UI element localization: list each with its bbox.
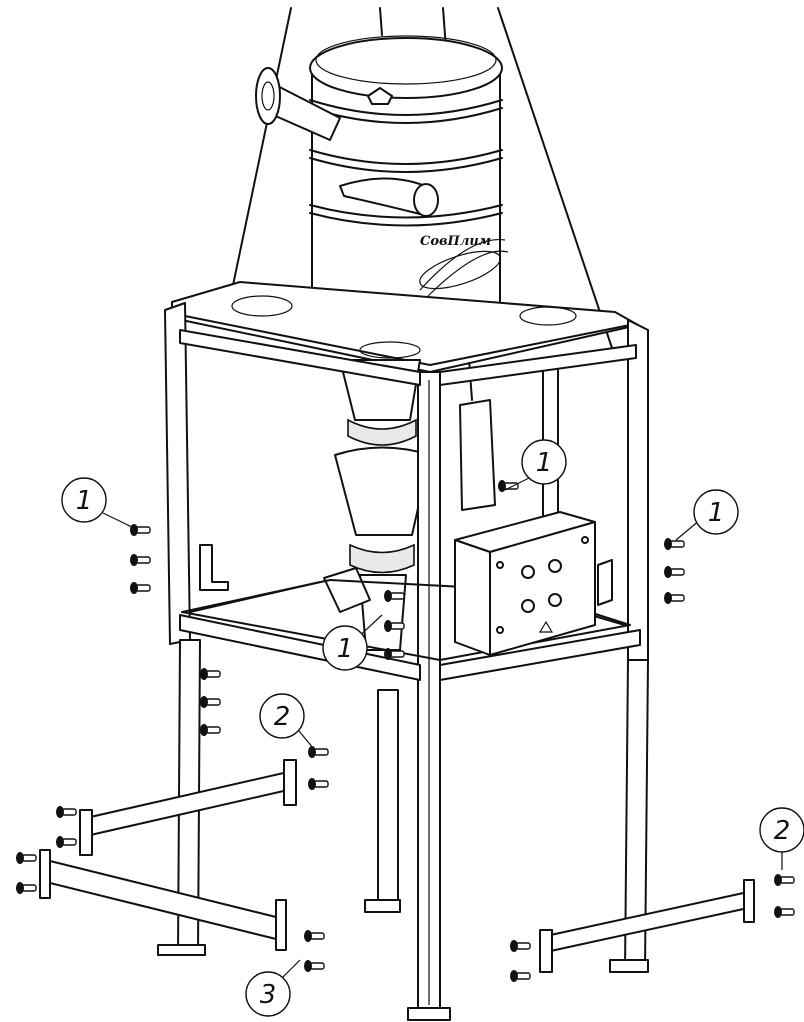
lower-crossbar-front xyxy=(39,849,287,951)
bolt-icon xyxy=(304,960,325,972)
callout-1-left: 1 xyxy=(61,477,107,523)
bolt-icon xyxy=(774,874,795,886)
callout-label: 3 xyxy=(260,980,277,1010)
brand-label: СовПлим xyxy=(420,234,491,249)
callout-1-lower: 1 xyxy=(322,625,368,671)
frame-uprights xyxy=(157,302,649,1021)
bolt-icon xyxy=(56,806,77,818)
bolt-icon xyxy=(664,592,685,604)
bolt-icon xyxy=(130,554,151,566)
callout-label: 1 xyxy=(708,498,725,528)
callout-2-right: 2 xyxy=(759,807,804,853)
callout-1-right: 1 xyxy=(693,489,739,535)
bolt-icon xyxy=(130,582,151,594)
bolt-icon xyxy=(664,538,685,550)
bolt-icon xyxy=(16,852,37,864)
lower-crossbar-back xyxy=(79,759,297,856)
callout-2-left: 2 xyxy=(259,693,305,739)
bolt-icon xyxy=(200,696,221,708)
bolt-icon xyxy=(304,930,325,942)
bolt-icon xyxy=(510,940,531,952)
control-box xyxy=(454,511,613,656)
bolt-icon xyxy=(384,620,405,632)
callout-label: 2 xyxy=(774,816,791,846)
callout-3: 3 xyxy=(245,971,291,1017)
bolt-icon xyxy=(16,882,37,894)
bolt-icon xyxy=(510,970,531,982)
discharge-hopper xyxy=(323,359,431,651)
filter-unit: СовПлим xyxy=(255,35,509,334)
bolt-icon xyxy=(308,746,329,758)
callout-label: 1 xyxy=(337,634,354,664)
bolt-icon xyxy=(774,906,795,918)
bolt-group xyxy=(16,480,795,982)
bolt-icon xyxy=(308,778,329,790)
callout-label: 1 xyxy=(76,486,93,516)
bolt-icon xyxy=(200,668,221,680)
bolt-icon xyxy=(200,724,221,736)
bolt-icon xyxy=(56,836,77,848)
bolt-icon xyxy=(384,648,405,660)
bolt-icon xyxy=(384,590,405,602)
callout-label: 1 xyxy=(536,448,553,478)
callout-label: 2 xyxy=(274,702,291,732)
bolt-icon xyxy=(130,524,151,536)
bolt-icon xyxy=(498,480,519,492)
lower-crossbar-right xyxy=(539,879,755,973)
mounting-brackets xyxy=(199,399,496,591)
bolt-icon xyxy=(664,566,685,578)
callout-1-center: 1 xyxy=(521,439,567,485)
